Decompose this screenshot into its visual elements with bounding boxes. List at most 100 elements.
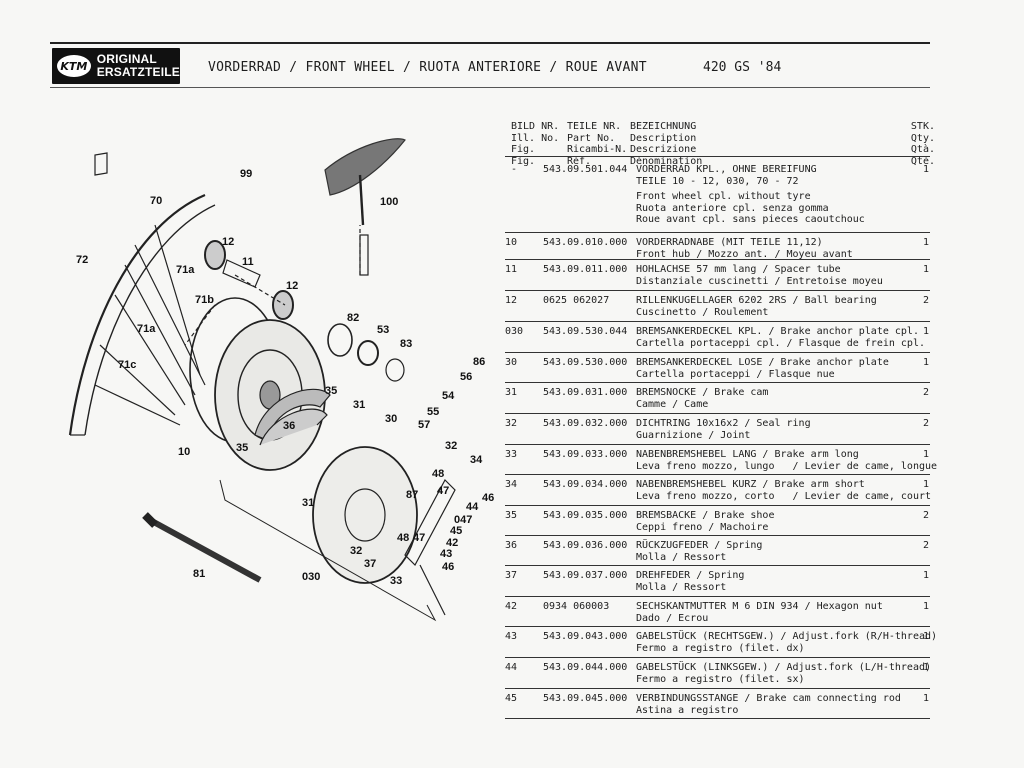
- row-divider: [505, 259, 930, 260]
- exploded-diagram: [55, 95, 500, 655]
- washer: [385, 358, 405, 382]
- callout: 44: [466, 501, 479, 513]
- rim-inner-arc: [84, 204, 216, 436]
- row-part-number: 0934 060003: [543, 601, 610, 612]
- row-qty: 1: [922, 693, 929, 704]
- row-qty: 1: [922, 601, 929, 612]
- callout: 10: [178, 446, 191, 458]
- callout: 37: [364, 558, 377, 570]
- description-line: Cuscinetto / Roulement: [636, 306, 769, 318]
- row-part-number: 543.09.011.000: [543, 264, 628, 275]
- row-divider: [505, 232, 930, 233]
- description-line: SECHSKANTMUTTER M 6 DIN 934 / Hexagon nu…: [636, 601, 883, 612]
- ktm-logo-mark: KTM: [57, 55, 91, 77]
- callout: 81: [193, 568, 206, 580]
- row-part-number: 543.09.045.000: [543, 693, 628, 704]
- description-line: RILLENKUGELLAGER 6202 2RS / Ball bearing: [636, 295, 877, 306]
- row-divider: [505, 444, 930, 445]
- description-line: Leva freno mozzo, corto / Levier de came…: [636, 490, 932, 502]
- row-part-number: 543.09.530.000: [543, 357, 628, 368]
- row-divider: [505, 657, 930, 658]
- row-qty: 2: [922, 510, 929, 521]
- callout: 11: [242, 256, 254, 268]
- description-line: Cartella portaceppi / Flasque nue: [636, 368, 835, 380]
- row-qty: 2: [922, 418, 929, 429]
- description-line: BREMSANKERDECKEL LOSE / Brake anchor pla…: [636, 357, 889, 368]
- callout: 48: [432, 468, 445, 480]
- callout: 42: [446, 537, 459, 549]
- header-bottom-rule: [50, 87, 930, 88]
- row-divider: [505, 688, 930, 689]
- row-divider: [505, 565, 930, 566]
- callout: 56: [460, 371, 473, 383]
- column-headers: BILD NR.Ill. No.Fig.Fig. TEILE NR.Part N…: [505, 98, 935, 167]
- row-fig: 37: [505, 570, 518, 581]
- callout: 47: [413, 532, 426, 544]
- front-wheel-drawing: [68, 138, 456, 622]
- callout: 71c: [118, 359, 137, 371]
- row-fig: 35: [505, 510, 518, 521]
- row-description: SECHSKANTMUTTER M 6 DIN 934 / Hexagon nu…: [636, 601, 916, 624]
- callout: 32: [445, 440, 458, 452]
- row-description: VORDERRADNABE (MIT TEILE 11,12)Front hub…: [636, 237, 916, 260]
- description-line: VORDERRADNABE (MIT TEILE 11,12): [636, 237, 823, 248]
- row-part-number: 543.09.031.000: [543, 387, 628, 398]
- description-line: Molla / Ressort: [636, 581, 727, 593]
- row-description: BREMSANKERDECKEL KPL. / Brake anchor pla…: [636, 326, 925, 349]
- callout: 82: [347, 312, 360, 324]
- callout: 31: [353, 399, 366, 411]
- header-top-rule: [50, 42, 930, 44]
- row-part-number: 543.09.032.000: [543, 418, 628, 429]
- row-fig: 32: [505, 418, 518, 429]
- description-line: Dado / Ecrou: [636, 612, 709, 624]
- description-line: Ruota anteriore cpl. senza gomma: [636, 202, 829, 214]
- row-fig: 10: [505, 237, 518, 248]
- rim-outer-arc: [68, 193, 206, 436]
- callout: 31: [302, 497, 315, 509]
- description-line: GABELSTÜCK (RECHTSGEW.) / Adjust.fork (R…: [636, 631, 938, 642]
- description-line: BREMSANKERDECKEL KPL. / Brake anchor pla…: [636, 326, 919, 337]
- description-line: DICHTRING 10x16x2 / Seal ring: [636, 418, 811, 429]
- brake-arm: [404, 479, 456, 566]
- row-qty: 1: [922, 631, 929, 642]
- row-fig: 34: [505, 479, 518, 490]
- description-line: Astina a registro: [636, 704, 739, 716]
- description-line: NABENBREMSHEBEL LANG / Brake arm long: [636, 449, 859, 460]
- row-qty: 1: [922, 479, 929, 490]
- description-line: TEILE 10 - 12, 030, 70 - 72: [636, 175, 799, 187]
- col-fig: BILD NR.Ill. No.Fig.Fig.: [511, 121, 560, 167]
- row-divider: [505, 474, 930, 475]
- page-title: VORDERRAD / FRONT WHEEL / RUOTA ANTERIOR…: [208, 60, 647, 75]
- callout: 54: [442, 390, 455, 402]
- spoke-nipple-part: [359, 234, 369, 276]
- callout: 72: [76, 254, 89, 266]
- description-line: Front wheel cpl. without tyre: [636, 191, 811, 202]
- description-line: Roue avant cpl. sans pieces caoutchouc: [636, 214, 865, 225]
- row-fig: -: [511, 164, 518, 175]
- row-qty: 1: [922, 449, 929, 460]
- callout: 12: [286, 280, 299, 292]
- row-divider: [505, 413, 930, 414]
- spring-cup: [357, 340, 379, 366]
- row-part-number: 543.09.501.044: [543, 164, 628, 175]
- row-description: BREMSANKERDECKEL LOSE / Brake anchor pla…: [636, 357, 916, 380]
- callout: 48: [397, 532, 410, 544]
- description-line: Molla / Ressort: [636, 551, 727, 563]
- row-fig: 45: [505, 693, 518, 704]
- logo-line-1: ORIGINAL: [96, 52, 157, 66]
- row-part-number: 543.09.035.000: [543, 510, 628, 521]
- callout: 33: [390, 575, 403, 587]
- row-qty: 2: [922, 295, 929, 306]
- callout: 32: [350, 545, 363, 557]
- callout: 46: [442, 561, 455, 573]
- row-part-number: 543.09.034.000: [543, 479, 628, 490]
